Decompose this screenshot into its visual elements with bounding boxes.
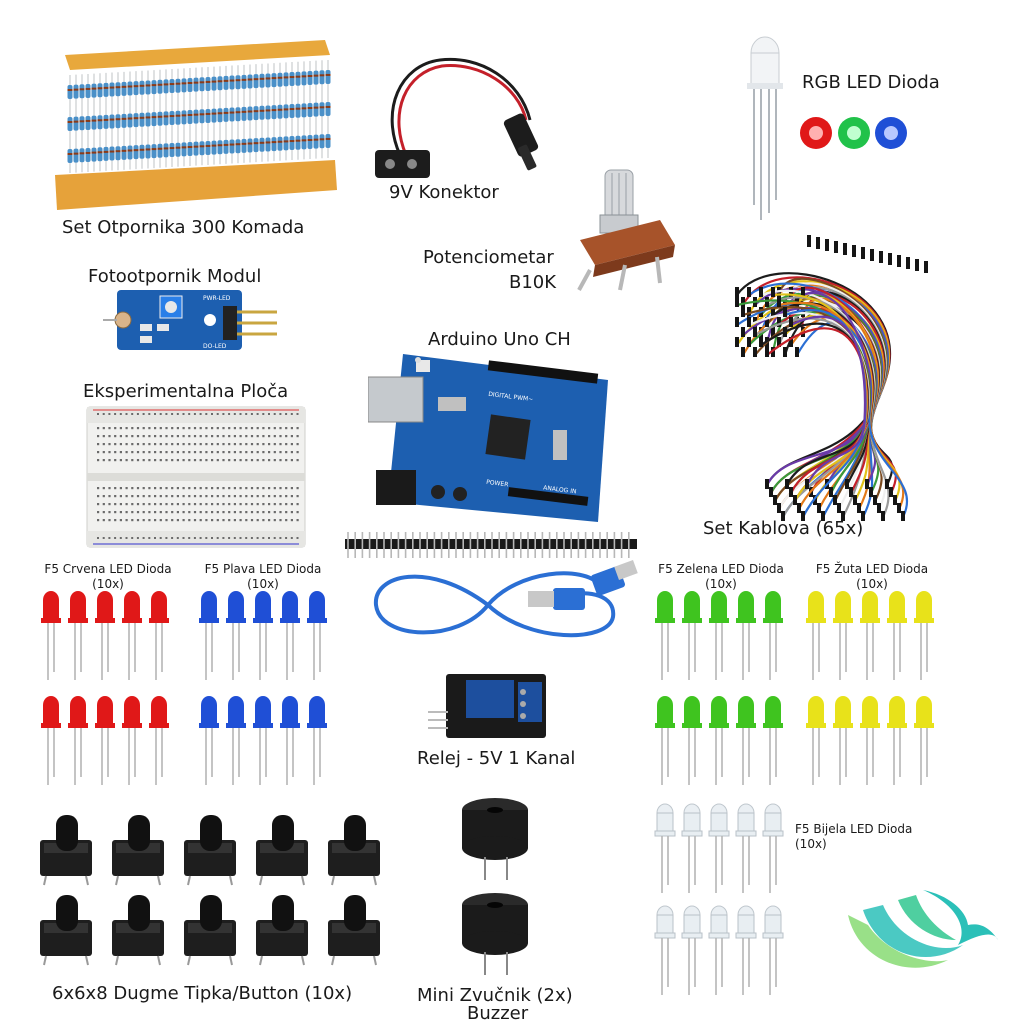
white-led-label: F5 Bijela LED Dioda (10x) bbox=[795, 822, 912, 852]
resistor-set-image bbox=[55, 40, 337, 210]
battery-connector-label: 9V Konektor bbox=[389, 182, 499, 203]
yellow-led-label-line2: (10x) bbox=[856, 577, 888, 591]
pin-header-image bbox=[345, 532, 637, 558]
battery-connector-image bbox=[375, 57, 539, 178]
relay-label: Relej - 5V 1 Kanal bbox=[417, 748, 576, 769]
green-led-label: F5 Zelena LED Dioda (10x) bbox=[652, 562, 790, 592]
module-pwr-text: PWR-LED bbox=[203, 295, 231, 302]
arduino-analog-text: ANALOG IN bbox=[543, 484, 577, 495]
white-led-label-line1: F5 Bijela LED Dioda bbox=[795, 822, 913, 836]
blue-led-label-line1: F5 Plava LED Dioda bbox=[204, 562, 322, 576]
module-do-text: DO-LED bbox=[203, 343, 227, 350]
blue-led-label-line2: (10x) bbox=[247, 577, 279, 591]
arduino-label: Arduino Uno CH bbox=[428, 329, 571, 350]
yellow-led-label-line1: F5 Žuta LED Dioda bbox=[815, 562, 929, 576]
buzzer-label-line1: Mini Zvučnik (2x) bbox=[417, 985, 573, 1006]
breadboard-label: Eksperimentalna Ploča bbox=[83, 381, 289, 402]
blue-led-label: F5 Plava LED Dioda (10x) bbox=[200, 562, 326, 592]
arduino-uno-image: DIGITAL PWM~ POWER ANALOG IN bbox=[368, 354, 608, 522]
white-led-label-line2: (10x) bbox=[795, 837, 827, 851]
breadboard-image bbox=[86, 406, 306, 548]
rgb-led-image bbox=[747, 36, 783, 220]
potentiometer-label-line2: B10K bbox=[509, 272, 557, 293]
push-buttons-image bbox=[40, 815, 380, 966]
relay-module-image bbox=[428, 674, 546, 738]
red-led-label-line1: F5 Crvena LED Dioda bbox=[44, 562, 172, 576]
buttons-label: 6x6x8 Dugme Tipka/Button (10x) bbox=[52, 983, 353, 1004]
yellow-led-label: F5 Žuta LED Dioda (10x) bbox=[812, 562, 932, 592]
photoresistor-label: Fotootpornik Modul bbox=[88, 266, 262, 287]
red-led-label-line2: (10x) bbox=[92, 577, 124, 591]
photoresistor-module-image: PWR-LED DO-LED bbox=[103, 290, 277, 350]
resistors-label: Set Otpornika 300 Komada bbox=[62, 217, 305, 238]
red-led-label: F5 Crvena LED Dioda (10x) bbox=[38, 562, 178, 592]
rgb-glow-image bbox=[800, 117, 907, 149]
potentiometer-label-line1: Potenciometar bbox=[423, 247, 554, 268]
green-led-label-line1: F5 Zelena LED Dioda bbox=[658, 562, 784, 576]
rgb-led-label: RGB LED Dioda bbox=[802, 72, 940, 93]
wires-label: Set Kablova (65x) bbox=[703, 518, 864, 539]
potentiometer-image bbox=[577, 169, 675, 291]
usb-cable-image bbox=[373, 560, 638, 638]
arduino-power-text: POWER bbox=[486, 479, 509, 489]
green-led-label-line2: (10x) bbox=[705, 577, 737, 591]
jumper-wires-image bbox=[735, 235, 928, 521]
buzzer-label-line2: Buzzer bbox=[467, 1003, 529, 1024]
bird-logo-icon bbox=[848, 890, 998, 968]
buzzers-image bbox=[462, 798, 528, 975]
